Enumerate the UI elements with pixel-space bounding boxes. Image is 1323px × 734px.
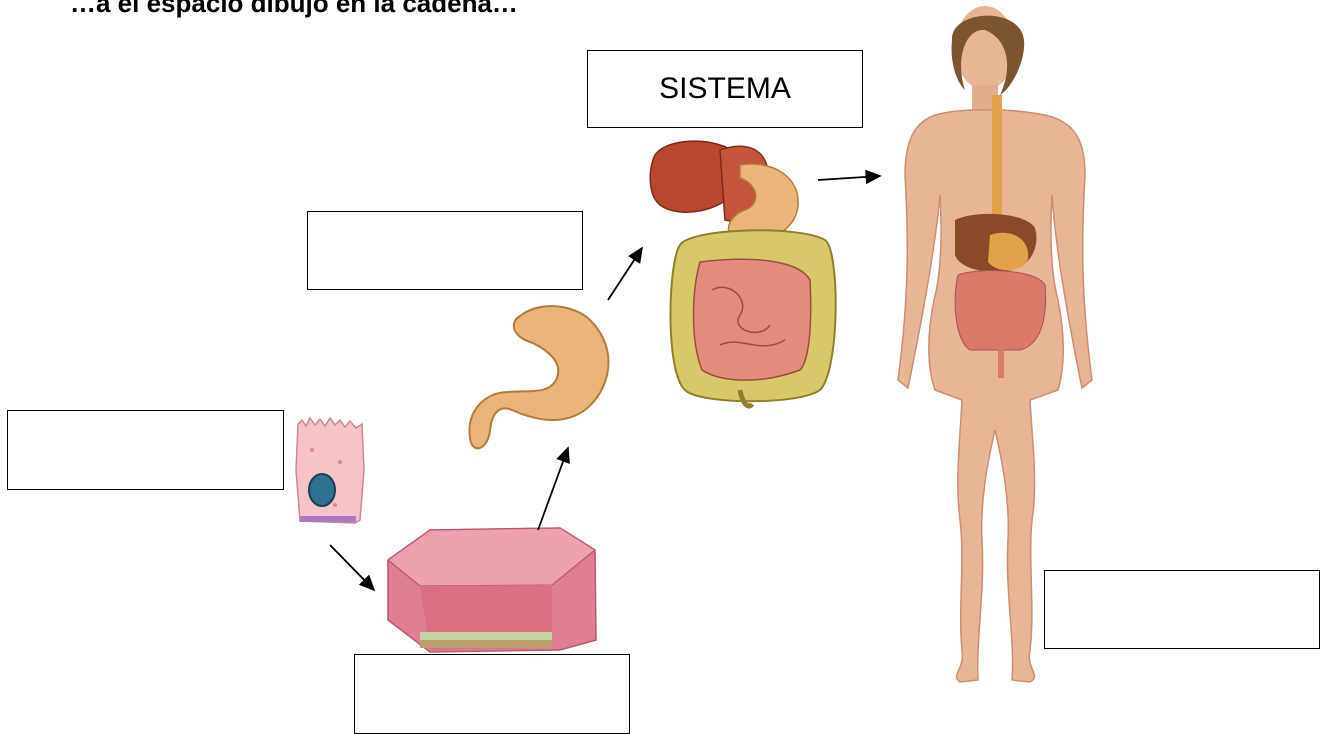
human-body-illustration [898, 6, 1092, 682]
digestive-system-illustration [650, 141, 835, 406]
epithelial-cell-illustration [296, 418, 364, 523]
arrow-cell-to-tissue [330, 545, 374, 590]
arrow-stomach-to-system [608, 248, 642, 300]
arrow-tissue-to-stomach [538, 448, 568, 530]
stomach-illustration [469, 306, 608, 448]
tissue-block-illustration [388, 528, 596, 652]
arrow-system-to-body [818, 176, 880, 180]
